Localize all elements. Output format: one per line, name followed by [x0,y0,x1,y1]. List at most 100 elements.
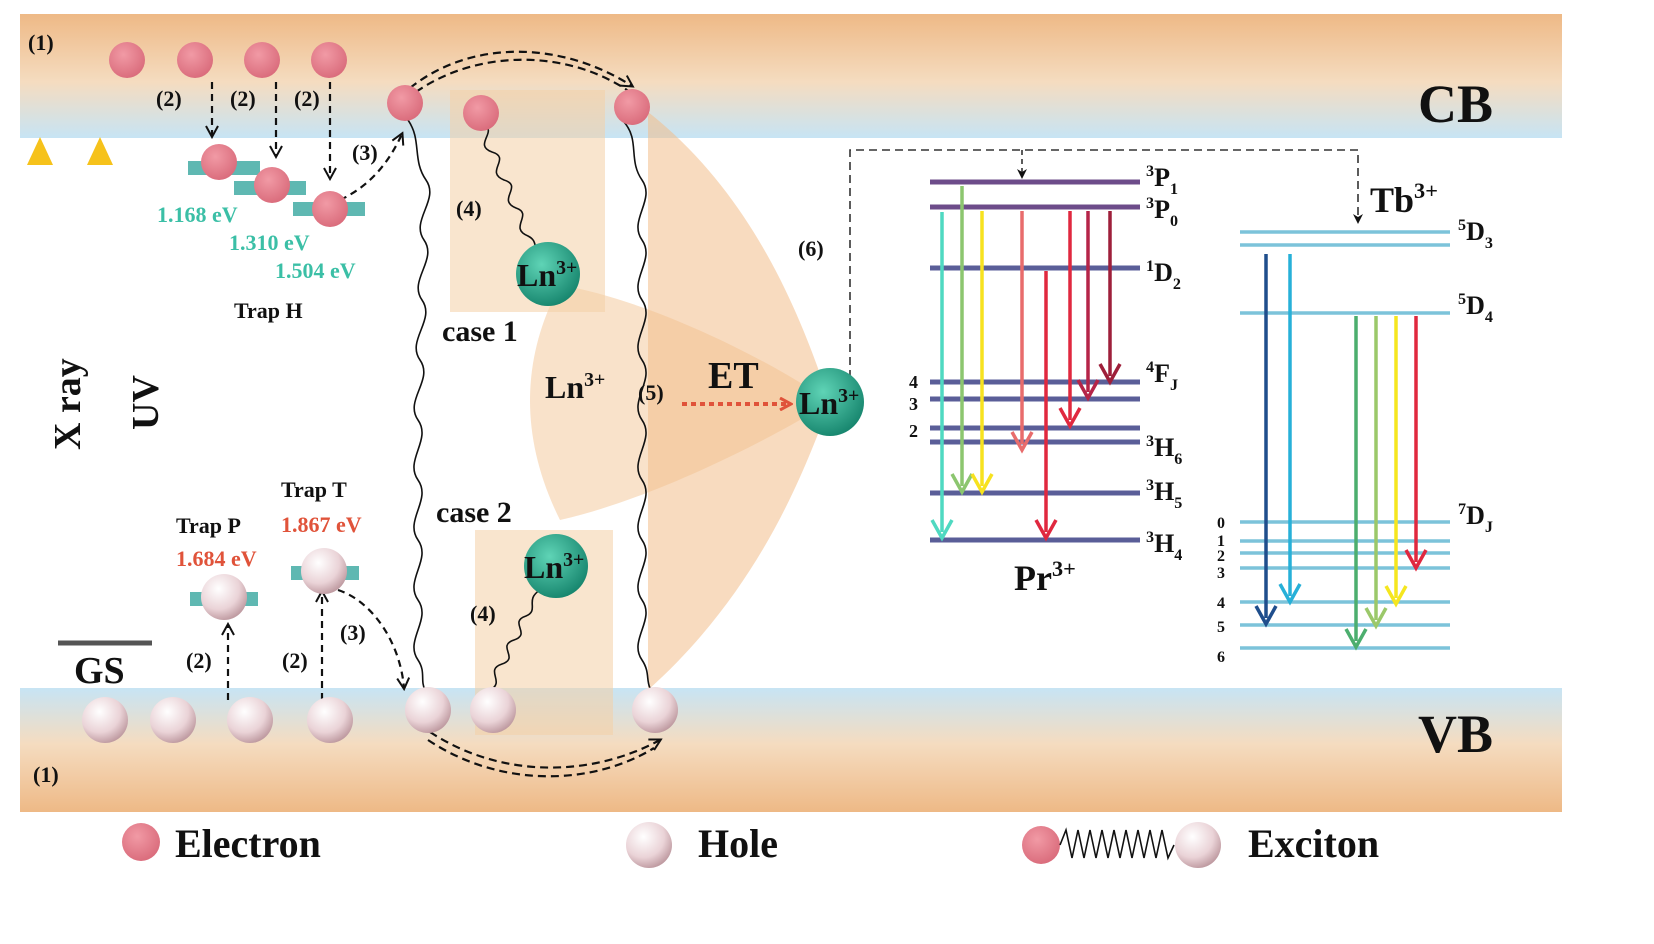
electron [109,42,145,78]
feed-path [849,149,1363,378]
hole [82,697,128,743]
step-3-bottom: (3) [340,620,366,645]
legend-exciton-hole-icon [1175,822,1221,868]
conduction-band [20,14,1562,138]
electron [177,42,213,78]
valence-band [20,688,1562,812]
uv-label: UV [125,375,167,430]
step-4-bottom: (4) [470,601,496,626]
svg-text:3: 3 [909,394,918,414]
step-4-top: (4) [456,196,482,221]
step-2-d: (2) [186,648,212,673]
svg-text:3P0: 3P0 [1146,195,1178,230]
hole [201,574,247,620]
svg-text:4FJ: 4FJ [1146,359,1178,394]
step-2-c: (2) [294,86,320,111]
ln-ion-case2: Ln3+ [524,534,588,598]
tb-ion-label: Tb3+ [1370,178,1438,220]
electron [244,42,280,78]
step-3-top: (3) [352,140,378,165]
gs-label: GS [74,650,125,692]
step-1-bottom: (1) [33,762,59,787]
svg-text:7DJ: 7DJ [1458,501,1493,536]
cb-label: CB [1418,74,1493,134]
xray-label: X ray [47,358,89,450]
vb-holes [82,548,678,743]
wavy-line-right [623,121,651,689]
svg-text:3: 3 [1217,565,1225,582]
svg-text:Ln3+: Ln3+ [524,549,584,585]
hole [470,687,516,733]
svg-text:5: 5 [1217,619,1225,636]
svg-text:5D3: 5D3 [1458,217,1493,252]
tb-j-sublevels: 0 1 2 3 4 5 6 [1217,515,1225,666]
pr-transitions [930,186,1122,542]
svg-text:0: 0 [1217,515,1225,532]
step-2-b: (2) [230,86,256,111]
legend-exciton-label: Exciton [1248,821,1379,866]
step-1-top: (1) [28,30,54,55]
hole [405,687,451,733]
vb-label: VB [1418,704,1493,764]
et-label: ET [708,355,759,397]
trap-h-energy-2: 1.310 eV [229,230,310,255]
detrapping-arrows [337,134,404,688]
legend-hole-icon [626,822,672,868]
svg-text:4: 4 [909,372,918,392]
svg-text:4: 4 [1217,595,1225,612]
hole [632,687,678,733]
ln-middle-label: Ln3+ [545,369,605,405]
svg-text:5D4: 5D4 [1458,291,1493,326]
hole [227,697,273,743]
trap-h-label: Trap H [234,298,303,323]
electron [614,89,650,125]
svg-text:Ln3+: Ln3+ [517,257,577,293]
svg-text:1: 1 [1217,533,1225,550]
pr-levels [930,179,1140,543]
trapped-electrons [201,144,348,227]
excitation-arrows [27,137,113,705]
pr-f-sublevels: 4 3 2 [909,372,918,441]
electron [254,167,290,203]
hole [150,697,196,743]
step-2-e: (2) [282,648,308,673]
trap-p-energy: 1.684 eV [176,546,257,571]
legend-hole-label: Hole [698,821,778,866]
svg-text:3P1: 3P1 [1146,163,1178,198]
pr-level-labels: 3P1 3P0 1D2 4FJ 3H6 3H5 3H4 [1146,163,1182,564]
legend: Electron Hole Exciton [122,821,1379,868]
hole [307,697,353,743]
legend-exciton-electron-icon [1022,826,1060,864]
legend-exciton-wave-icon [1059,827,1175,861]
step-2-a: (2) [156,86,182,111]
svg-text:3H4: 3H4 [1146,529,1182,564]
svg-text:2: 2 [1217,548,1225,565]
svg-text:2: 2 [909,421,918,441]
ln-transfer-region [530,285,830,520]
ln-ion-case1: Ln3+ [516,242,580,306]
electron [387,85,423,121]
hole [301,548,347,594]
energy-transfer-region [648,112,830,690]
trap-h-energy-1: 1.168 eV [157,202,238,227]
legend-electron-icon [122,823,160,861]
svg-text:6: 6 [1217,649,1225,666]
svg-text:3H5: 3H5 [1146,477,1182,512]
ln-ion-main: Ln3+ [796,368,864,436]
exciton-wave-case1 [481,124,546,259]
tb-levels [1240,230,1450,650]
trapping-arrows-bottom [228,592,322,700]
exciton-wave-case2 [489,589,541,691]
step-6: (6) [798,236,824,261]
pr-ion-label: Pr3+ [1014,556,1076,598]
svg-text:3H6: 3H6 [1146,433,1182,468]
case-2-label: case 2 [436,496,512,529]
step-5: (5) [638,380,664,405]
tb-transitions [1254,254,1428,651]
electron [311,42,347,78]
electron [463,95,499,131]
trap-h-energy-3: 1.504 eV [275,258,356,283]
trap-p-label: Trap P [176,513,241,538]
trapping-arrows-top [212,82,330,178]
